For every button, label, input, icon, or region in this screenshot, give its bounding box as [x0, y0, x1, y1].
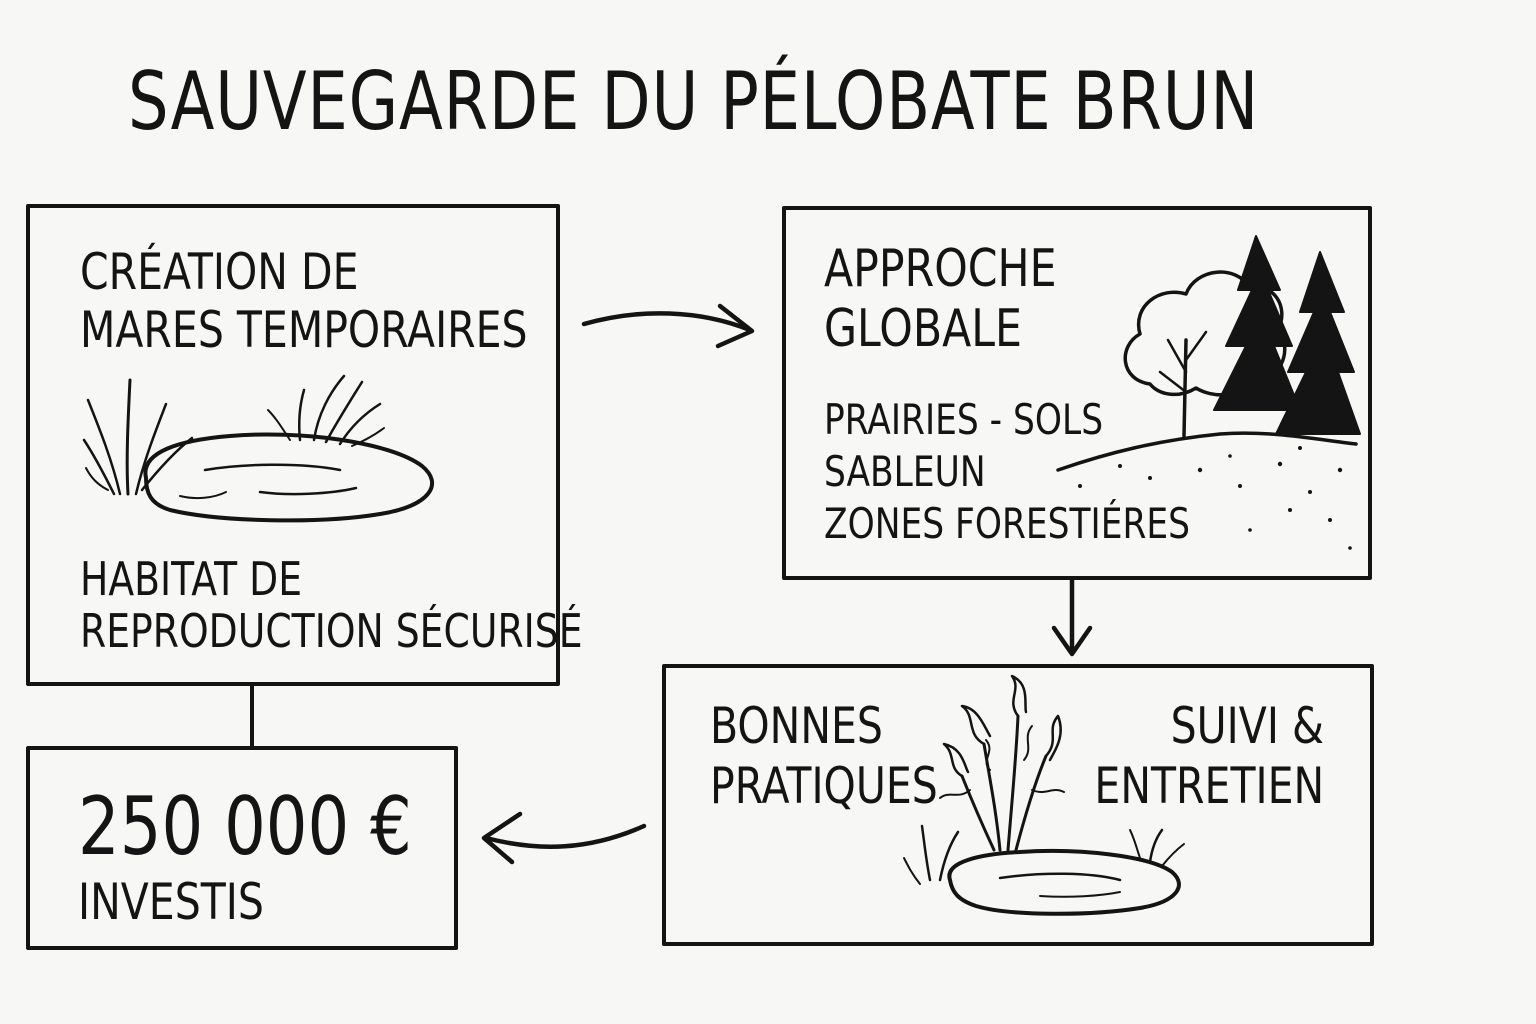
approach-item-line1: PRAIRIES - SOLS — [824, 395, 1104, 444]
pond-heading-line1: CRÉATION DE — [80, 243, 359, 301]
hill-speckles — [1078, 446, 1352, 550]
practices-left-line1: BONNES — [710, 697, 883, 755]
pond-with-grass-icon — [82, 374, 434, 523]
good-practices-box: BONNES PRATIQUES SUIVI & ENTRETIEN — [662, 664, 1374, 946]
approach-heading-line1: APPROCHE — [824, 239, 1057, 299]
practices-left-line2: PRATIQUES — [710, 757, 938, 815]
approach-item-line2: SABLEUN — [824, 447, 986, 496]
budget-label: INVESTIS — [78, 873, 264, 931]
trees-on-hill-icon — [1056, 235, 1361, 472]
approach-heading-line2: GLOBALE — [824, 299, 1022, 359]
arrow-left-icon — [481, 811, 647, 865]
budget-box: 250 000 € INVESTIS — [26, 746, 458, 950]
pond-heading-line2: MARES TEMPORAIRES — [80, 301, 528, 359]
approach-item-line3: ZONES FORESTIÉRES — [824, 499, 1191, 548]
budget-amount: 250 000 € — [78, 780, 412, 873]
pond-creation-box: CRÉATION DE MARES TEMPORAIRES HABITAT DE… — [26, 204, 583, 686]
pond-caption-line2: REPRODUCTION SÉCURISÉ — [80, 604, 583, 658]
pond-with-plant-icon — [903, 674, 1185, 916]
pond-caption-line1: HABITAT DE — [80, 552, 303, 606]
arrow-right-icon — [581, 303, 755, 349]
page-title: SAUVEGARDE DU PÉLOBATE BRUN — [128, 55, 1260, 148]
practices-right-line2: ENTRETIEN — [1094, 757, 1324, 815]
practices-right-line1: SUIVI & — [1170, 697, 1324, 755]
global-approach-box: APPROCHE GLOBALE PRAIRIES - SOLS SABLEUN… — [782, 206, 1372, 580]
arrow-down-icon — [1051, 577, 1093, 657]
